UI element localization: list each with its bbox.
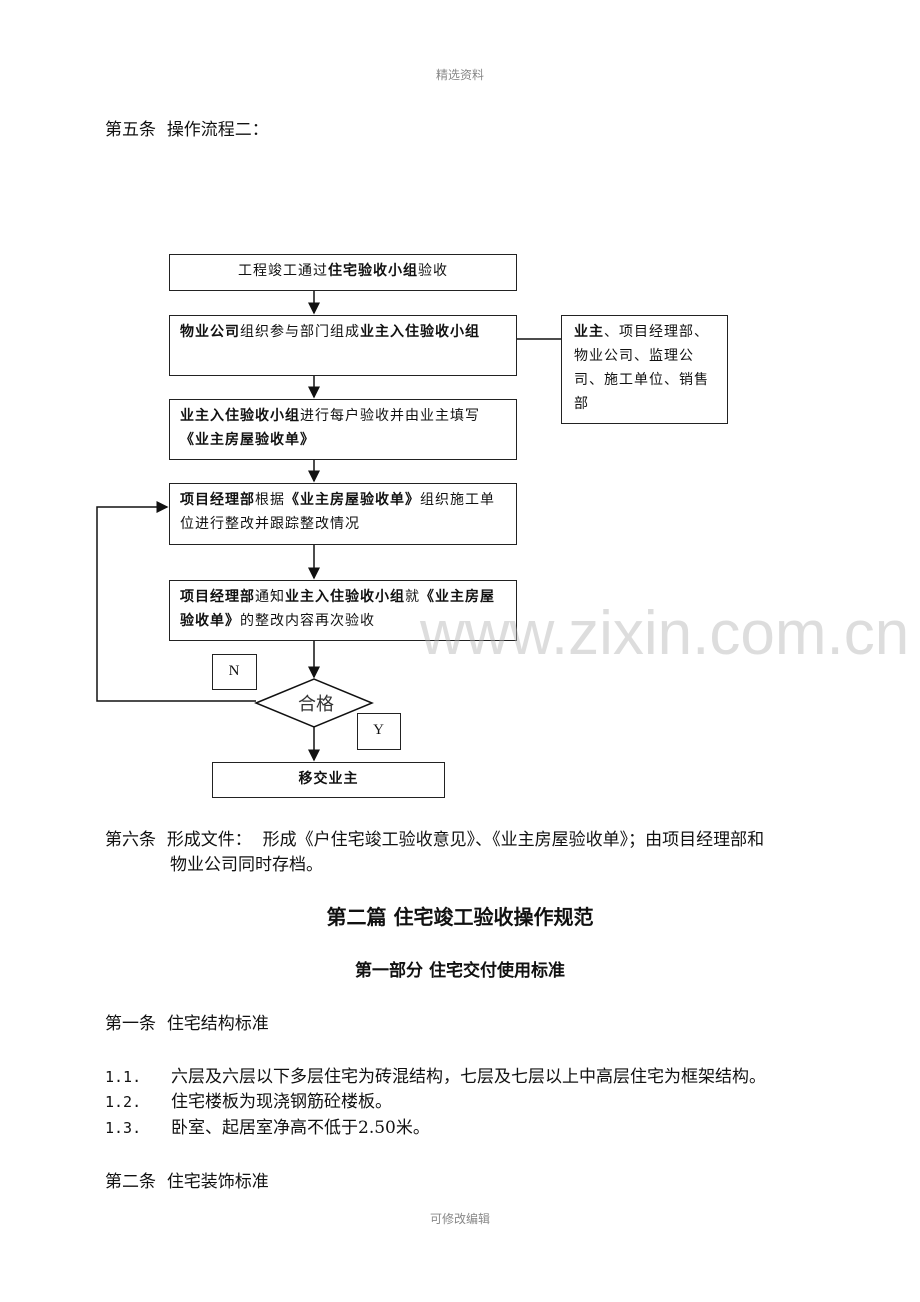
seg: 住宅验收小组 <box>328 263 418 279</box>
flow-final-step: 移交业主 <box>212 762 445 798</box>
seg: 工程竣工通过 <box>238 263 328 279</box>
seg: 进行每户验收并由业主填写 <box>300 408 480 424</box>
item-text: 六层及六层以下多层住宅为砖混结构，七层及七层以上中高层住宅为框架结构。 <box>171 1067 766 1087</box>
flow-step-3: 业主入住验收小组进行每户验收并由业主填写《业主房屋验收单》 <box>169 399 517 460</box>
list-item: 1.3. 卧室、起居室净高不低于2.50米。 <box>105 1113 430 1138</box>
item-number: 1.1. <box>105 1068 142 1086</box>
article-number: 第六条 <box>105 830 156 850</box>
article-number: 第二条 <box>105 1172 156 1192</box>
seg: 《业主房屋验收单》 <box>180 432 315 448</box>
flow-step-5: 项目经理部通知业主入住验收小组就《业主房屋验收单》的整改内容再次验收 <box>169 580 517 641</box>
flowchart-connectors <box>96 290 561 762</box>
section-title: 第一部分 住宅交付使用标准 <box>355 961 565 981</box>
list-item: 1.2. 住宅楼板为现浇钢筋砼楼板。 <box>105 1087 392 1112</box>
seg: 通知 <box>255 589 285 605</box>
seg: 验收 <box>418 263 448 279</box>
seg: 《业主房屋验收单》 <box>285 492 420 508</box>
article-1-heading: 第一条 住宅结构标准 <box>105 1009 269 1034</box>
seg: 《业主房屋验收单》 <box>180 589 495 629</box>
seg: 项目经理部 <box>180 492 255 508</box>
article-title: 住宅装饰标准 <box>166 1172 269 1192</box>
participants-box: 业主、项目经理部、物业公司、监理公司、施工单位、销售部 <box>561 315 728 424</box>
article-title: 操作流程二： <box>166 120 269 140</box>
article-5-heading: 第五条 操作流程二： <box>105 115 269 140</box>
seg: 组织参与部门组成 <box>240 324 360 340</box>
item-number: 1.3. <box>105 1119 142 1137</box>
loop-back-arrow <box>96 501 256 702</box>
item-number: 1.2. <box>105 1093 142 1111</box>
seg: 的整改内容再次验收 <box>240 613 375 629</box>
seg: 业主 <box>574 324 604 340</box>
item-text: 卧室、起居室净高不低于2.50米。 <box>171 1118 430 1138</box>
no-label: N <box>212 654 257 690</box>
seg: 、项目经理部、物业公司、监理公司、施工单位、销售部 <box>574 324 709 412</box>
flow-step-4: 项目经理部根据《业主房屋验收单》组织施工单位进行整改并跟踪整改情况 <box>169 483 517 545</box>
watermark: www.zixin.com.cn <box>420 599 910 668</box>
article-6: 第六条 形成文件： 形成《户住宅竣工验收意见》、《业主房屋验收单》；由项目经理部… <box>105 825 764 850</box>
article-label: 形成文件： <box>166 830 252 850</box>
seg: 物业公司 <box>180 324 240 340</box>
item-text: 住宅楼板为现浇钢筋砼楼板。 <box>171 1092 392 1112</box>
yes-label: Y <box>357 713 401 750</box>
decision-diamond <box>254 678 374 728</box>
decision-label: 合格 <box>298 694 334 715</box>
seg: 业主入住验收小组 <box>180 408 300 424</box>
seg: 就 <box>405 589 420 605</box>
page-footer: 可修改编辑 <box>429 1212 490 1226</box>
article-text: 形成《户住宅竣工验收意见》、《业主房屋验收单》；由项目经理部和 <box>262 830 765 850</box>
flow-step-2: 物业公司组织参与部门组成业主入住验收小组 <box>169 315 517 376</box>
seg: 项目经理部 <box>180 589 255 605</box>
seg: 根据 <box>255 492 285 508</box>
article-2-heading: 第二条 住宅装饰标准 <box>105 1167 269 1192</box>
seg: 业主入住验收小组 <box>285 589 405 605</box>
flow-step-1: 工程竣工通过住宅验收小组验收 <box>169 254 517 291</box>
page-header: 精选资料 <box>435 68 484 82</box>
seg: 组织施工单位进行整改并跟踪整改情况 <box>180 492 495 532</box>
part-title: 第二篇 住宅竣工验收操作规范 <box>326 905 594 929</box>
seg: 业主入住验收小组 <box>360 324 480 340</box>
article-number: 第一条 <box>105 1014 156 1034</box>
article-6-continued: 物业公司同时存档。 <box>170 855 323 875</box>
article-number: 第五条 <box>105 120 156 140</box>
article-title: 住宅结构标准 <box>166 1014 269 1034</box>
list-item: 1.1. 六层及六层以下多层住宅为砖混结构，七层及七层以上中高层住宅为框架结构。 <box>105 1062 766 1087</box>
